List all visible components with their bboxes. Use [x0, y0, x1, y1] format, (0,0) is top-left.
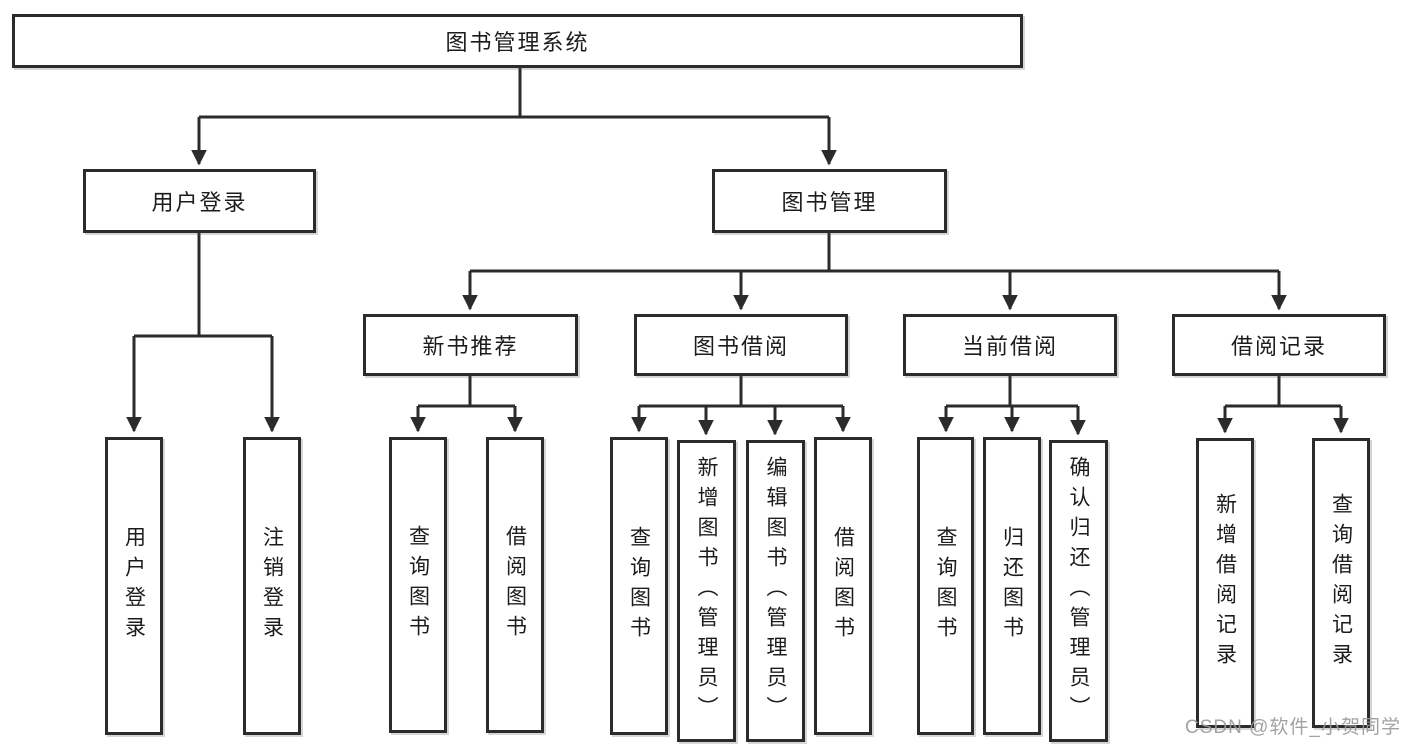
node-book-management-system: 图书管理系统 [12, 14, 1023, 68]
node-borrowing-records: 借阅记录 [1172, 314, 1386, 376]
leaf-borrowing-query-books-label: 查询图书 [627, 526, 651, 646]
leaf-current-query-books: 查询图书 [917, 437, 974, 735]
connector-root-to-level2 [191, 68, 837, 166]
leaf-borrowing-edit-books-admin-label: 编辑图书（管理员） [764, 456, 787, 726]
leaf-records-query-record-label: 查询借阅记录 [1329, 493, 1353, 673]
leaf-current-return-books: 归还图书 [983, 437, 1041, 735]
leaf-user-login-label: 用户登录 [122, 526, 146, 646]
node-new-book-recommendation: 新书推荐 [363, 314, 578, 376]
node-book-management: 图书管理 [712, 169, 947, 233]
csdn-watermark: CSDN @软件_小贺同学 [1185, 717, 1401, 738]
connector-book-management-branch [462, 233, 1287, 311]
leaf-records-add-record: 新增借阅记录 [1196, 438, 1254, 728]
leaf-logout: 注销登录 [243, 437, 301, 735]
leaf-records-add-record-label: 新增借阅记录 [1213, 493, 1237, 673]
node-user-login: 用户登录 [83, 169, 316, 233]
leaf-borrowing-add-books-admin-label: 新增图书（管理员） [695, 456, 718, 726]
leaf-recommend-query-books: 查询图书 [389, 437, 447, 733]
leaf-borrowing-edit-books-admin: 编辑图书（管理员） [746, 440, 805, 742]
leaf-borrowing-query-books: 查询图书 [610, 437, 668, 735]
connector-borrowing-branch [631, 376, 851, 436]
leaf-borrowing-borrow-books-label: 借阅图书 [831, 526, 855, 646]
leaf-current-return-books-label: 归还图书 [1000, 526, 1024, 646]
leaf-current-query-books-label: 查询图书 [934, 526, 957, 646]
node-current-borrowing: 当前借阅 [903, 314, 1117, 376]
connector-records-branch [1217, 376, 1349, 434]
leaf-current-confirm-return-admin: 确认归还（管理员） [1049, 440, 1108, 742]
leaf-current-confirm-return-admin-label: 确认归还（管理员） [1067, 456, 1090, 726]
connector-recommendation-branch [410, 376, 523, 433]
connector-current-borrowing-branch [938, 376, 1086, 436]
node-book-borrowing: 图书借阅 [634, 314, 848, 376]
leaf-logout-label: 注销登录 [260, 526, 284, 646]
leaf-borrowing-add-books-admin: 新增图书（管理员） [677, 440, 736, 742]
connector-user-login-branch [126, 233, 280, 433]
leaf-user-login: 用户登录 [105, 437, 163, 735]
leaf-recommend-borrow-books: 借阅图书 [486, 437, 544, 733]
leaf-recommend-borrow-books-label: 借阅图书 [503, 525, 527, 645]
leaf-recommend-query-books-label: 查询图书 [406, 525, 430, 645]
leaf-records-query-record: 查询借阅记录 [1312, 438, 1370, 728]
leaf-borrowing-borrow-books: 借阅图书 [814, 437, 872, 735]
